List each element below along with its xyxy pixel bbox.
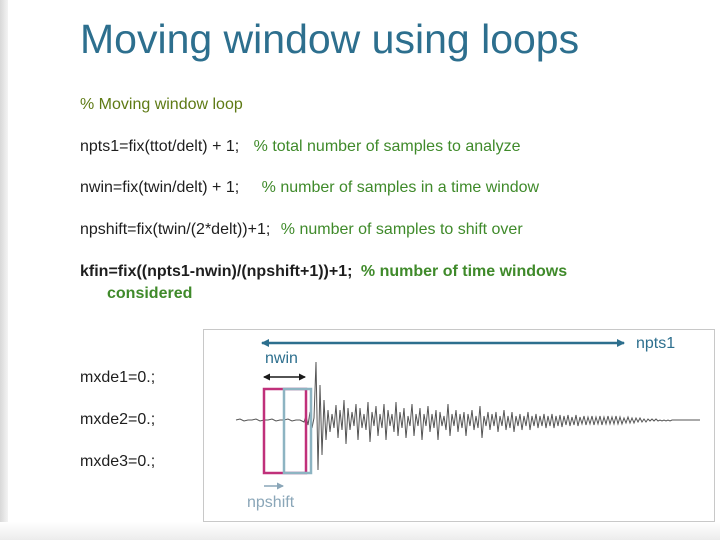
comment-nwin: % number of samples in a time window: [261, 179, 540, 196]
nwin-label: nwin: [265, 350, 298, 367]
left-accent-bar: [0, 0, 8, 540]
code-nwin: nwin=fix(twin/delt) + 1;: [80, 179, 240, 196]
comment-npts1: % total number of samples to analyze: [253, 138, 521, 155]
code-line-mxde1: mxde1=0.;: [80, 369, 156, 386]
code-line-npshift: npshift=fix(twin/(2*delt))+1; % number o…: [80, 221, 523, 239]
code-line-npts1: npts1=fix(ttot/delt) + 1; % total number…: [80, 138, 520, 156]
code-line-mxde3: mxde3=0.;: [80, 453, 156, 470]
comment-npshift: % number of samples to shift over: [280, 221, 523, 238]
code-line-mxde2: mxde2=0.;: [80, 411, 156, 428]
code-header-comment: % Moving window loop: [80, 96, 243, 113]
code-line-kfin: kfin=fix((npts1-nwin)/(npshift+1))+1; % …: [80, 263, 567, 281]
code-kfin: kfin=fix((npts1-nwin)/(npshift+1))+1;: [80, 263, 353, 280]
npshift-label: npshift: [247, 494, 295, 511]
code-npts1: npts1=fix(ttot/delt) + 1;: [80, 138, 240, 155]
comment-kfin-continued: considered: [107, 285, 193, 302]
bottom-accent-bar: [0, 522, 720, 540]
code-line-nwin: nwin=fix(twin/delt) + 1; % number of sam…: [80, 179, 539, 197]
slide-title: Moving window using loops: [80, 16, 580, 62]
window-box-shifted: [282, 387, 313, 475]
seismic-trace: [235, 361, 700, 471]
comment-kfin: % number of time windows: [360, 263, 568, 280]
code-npshift: npshift=fix(twin/(2*delt))+1;: [80, 221, 271, 238]
npts1-label: npts1: [636, 335, 675, 352]
